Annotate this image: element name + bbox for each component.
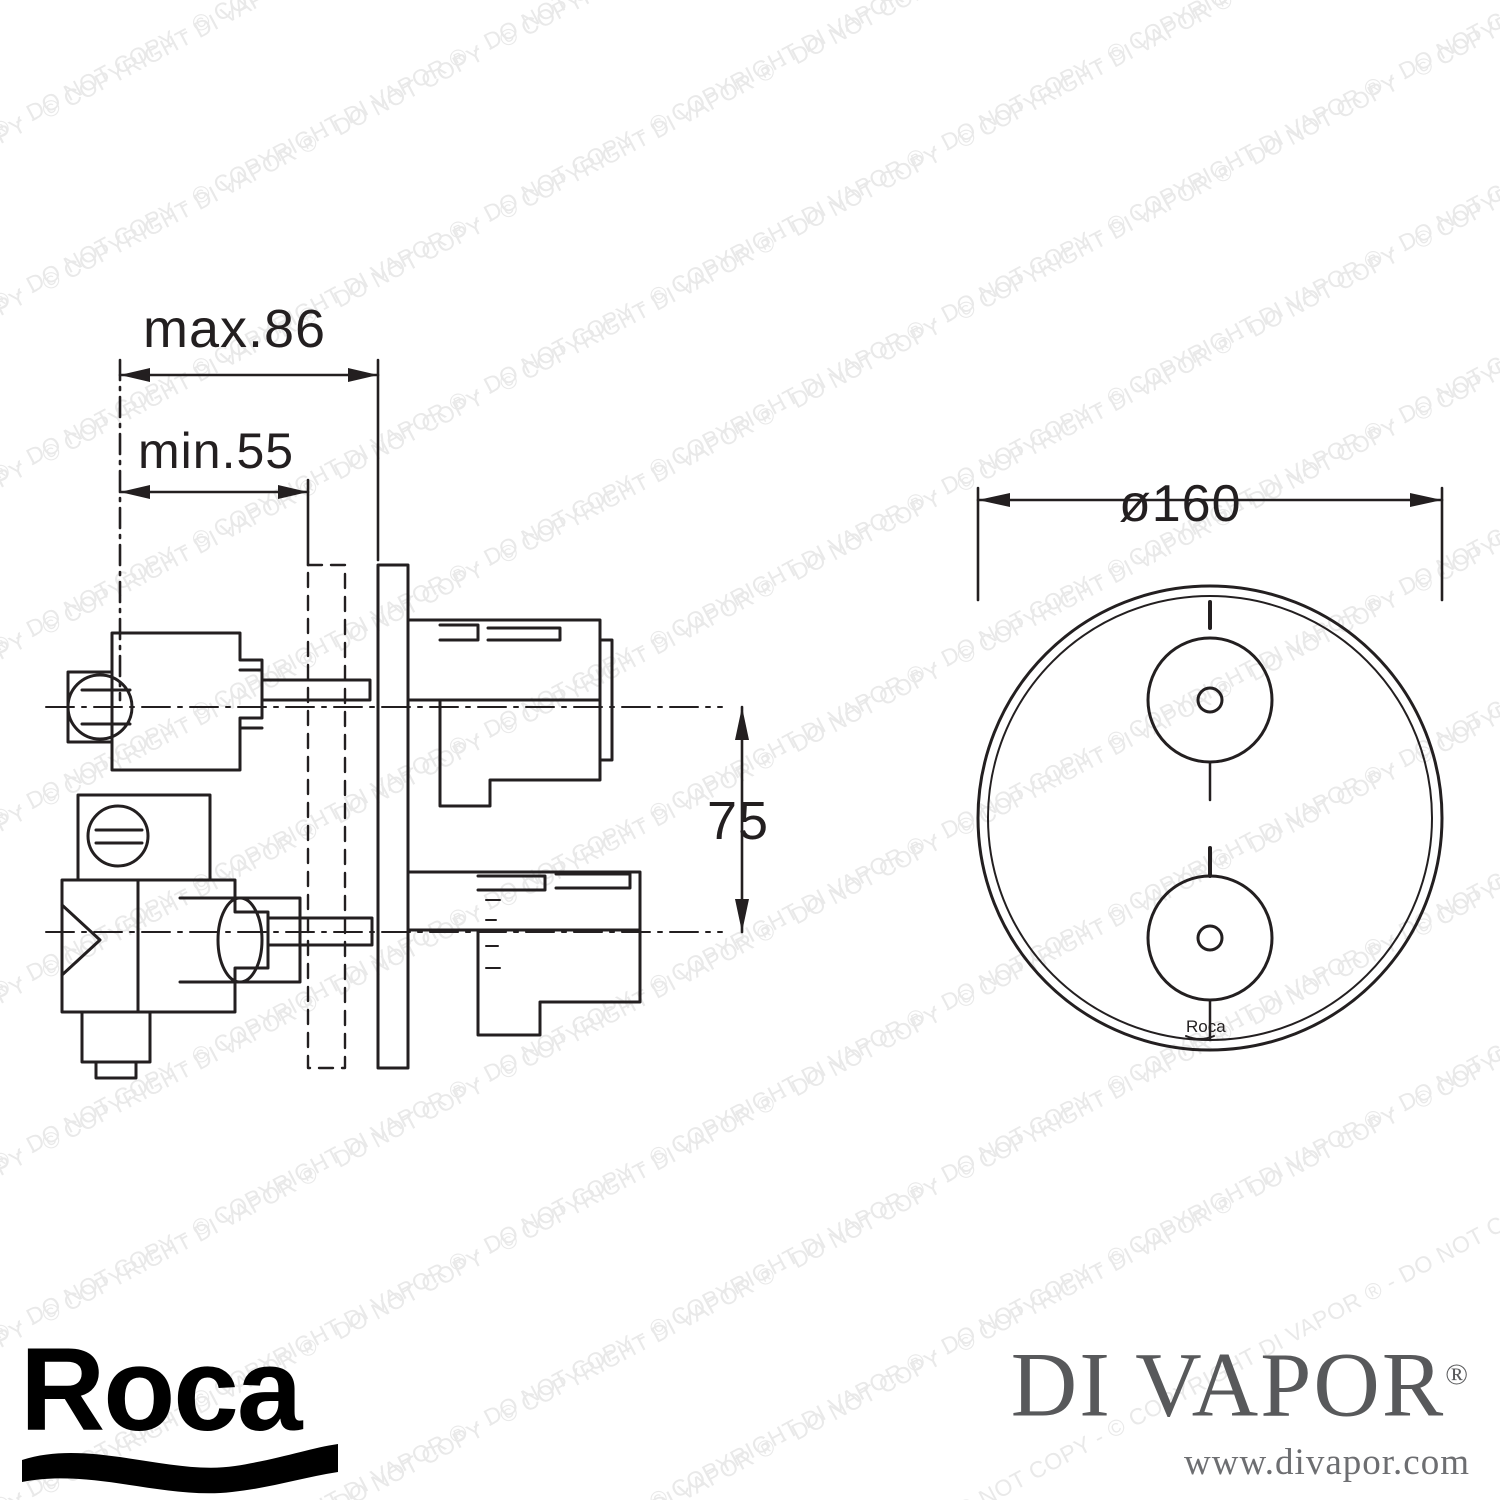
divapor-wordmark-text: DI VAPOR	[1010, 1333, 1446, 1436]
dimension-max86	[118, 358, 380, 702]
divapor-website: www.divapor.com	[1184, 1441, 1470, 1483]
dimension-d160	[976, 486, 1444, 602]
dimension-label-min-depth: min.55	[138, 423, 295, 479]
dimension-label-diameter: ø160	[1119, 475, 1242, 533]
divapor-wordmark: DI VAPOR®	[1011, 1325, 1470, 1435]
registered-trademark-icon: ®	[1445, 1358, 1470, 1391]
roca-wordmark: Roca	[20, 1324, 303, 1456]
plate-brand-mark: Roca	[1185, 1017, 1226, 1040]
dimension-min55	[118, 478, 310, 567]
dimension-75	[735, 705, 749, 934]
svg-text:Roca: Roca	[1186, 1017, 1226, 1036]
dimension-label-max-depth: max.86	[143, 299, 327, 359]
round-plate-front	[976, 584, 1444, 1052]
dimension-label-spacing: 75	[707, 791, 770, 851]
valve-body-side	[60, 563, 642, 1080]
divapor-logo: DI VAPOR® www.divapor.com	[1011, 1325, 1470, 1484]
centrelines-side	[45, 706, 723, 933]
roca-swoosh-icon	[22, 1444, 338, 1494]
roca-logo: Roca	[20, 1324, 350, 1494]
